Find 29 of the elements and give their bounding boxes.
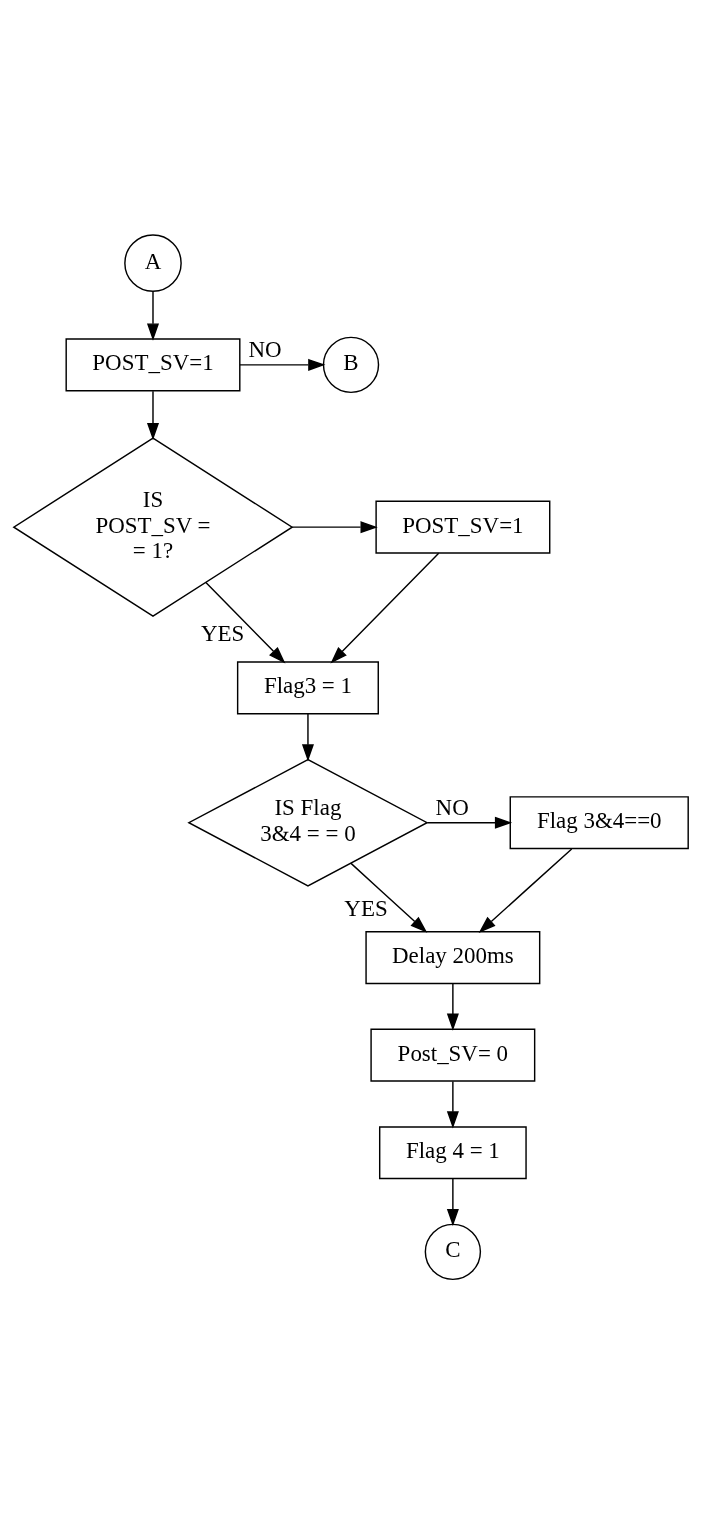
node-box: Post_SV= 0	[370, 1028, 536, 1082]
arrow	[146, 290, 159, 341]
arrow	[330, 552, 440, 664]
node-box: Flag3 = 1	[236, 661, 379, 715]
arrow	[291, 521, 378, 534]
arrow	[239, 358, 326, 371]
arrow	[146, 390, 159, 441]
arrow	[478, 848, 573, 933]
arrow	[301, 713, 314, 762]
arrow	[205, 581, 286, 664]
edge-label: NO	[248, 337, 282, 363]
node-circle: C	[424, 1223, 482, 1281]
node-circle: B	[322, 336, 380, 394]
arrow	[446, 1178, 459, 1227]
edge-label: YES	[201, 620, 245, 646]
node-box: POST_SV=1	[375, 500, 551, 554]
node-box: Flag 4 = 1	[379, 1126, 527, 1180]
arrow	[446, 983, 459, 1031]
arrow	[446, 1080, 459, 1129]
node-circle: A	[124, 234, 182, 292]
node-diamond: IS POST_SV = = 1?	[12, 437, 294, 617]
arrow	[426, 816, 513, 829]
node-box: Delay 200ms	[365, 931, 541, 985]
node-box: Flag 3&4==0	[509, 796, 689, 850]
node-box: POST_SV=1	[65, 338, 241, 392]
edge-label: YES	[344, 895, 388, 921]
arrow	[350, 862, 428, 933]
edge-label: NO	[435, 795, 469, 821]
node-diamond: IS Flag 3&4 = = 0	[187, 758, 429, 887]
